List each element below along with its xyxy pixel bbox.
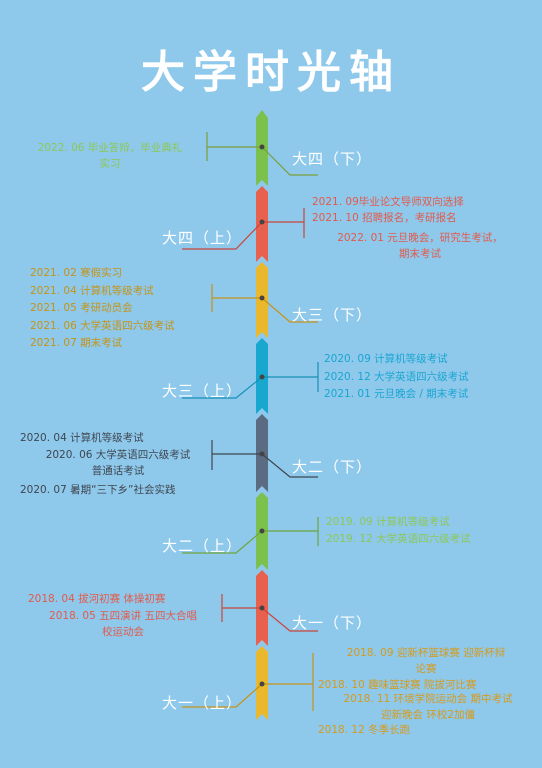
event-2021-02: 2021. 02 寒假实习 bbox=[30, 267, 123, 279]
connector-1 bbox=[206, 132, 318, 176]
event-2018-12: 2018. 12 冬季长跑 bbox=[318, 724, 411, 736]
connector-8 bbox=[182, 653, 314, 711]
connector-5 bbox=[211, 440, 318, 478]
stage-label-sophomore-fall: 大二（上） bbox=[162, 537, 243, 555]
event-2021-06: 2021. 06 大学英语四六级考试 bbox=[30, 320, 175, 332]
event-2021-05: 2021. 05 考研动员会 bbox=[30, 302, 133, 314]
stage-label-senior-fall: 大四（上） bbox=[162, 229, 243, 247]
event-2018-09: 2018. 09 迎新杯篮球赛 迎新杯辩 论赛 bbox=[346, 647, 506, 675]
stage-label-freshman-fall: 大一（上） bbox=[162, 694, 243, 712]
stage-label-junior-fall: 大三（上） bbox=[162, 382, 243, 400]
stage-label-sophomore-spring: 大二（下） bbox=[292, 458, 373, 476]
stage-label-senior-spring: 大四（下） bbox=[292, 150, 373, 168]
connector-7 bbox=[221, 594, 318, 632]
event-2021-09: 2021. 09毕业论文导师双向选择 bbox=[312, 196, 464, 208]
event-2020-12: 2020. 12 大学英语四六级考试 bbox=[324, 371, 469, 383]
event-2022-01: 2022. 01 元旦晚会，研究生考试， 期末考试 bbox=[337, 232, 503, 260]
event-2021-10: 2021. 10 招聘报名，考研报名 bbox=[312, 212, 457, 224]
stage-label-junior-spring: 大三（下） bbox=[292, 306, 373, 324]
event-2018-10: 2018. 10 趣味篮球赛 院拔河比赛 bbox=[318, 679, 477, 691]
event-2019-09: 2019. 09 计算机等级考试 bbox=[326, 516, 450, 528]
stage-label-freshman-spring: 大一（下） bbox=[292, 614, 373, 632]
event-2021-01: 2021. 01 元旦晚会 / 期末考试 bbox=[324, 388, 469, 400]
event-2018-04: 2018. 04 拔河初赛 体操初赛 bbox=[28, 593, 166, 605]
event-2019-12: 2019. 12 大学英语四六级考试 bbox=[326, 533, 471, 545]
connector-2 bbox=[182, 208, 305, 250]
connector-3 bbox=[211, 284, 318, 323]
event-2018-11: 2018. 11 环境学院运动会 期中考试 迎新晚会 环校2加僵 bbox=[343, 693, 513, 721]
event-2022-06: 2022. 06 毕业答辩，毕业典礼 实习 bbox=[37, 142, 183, 170]
event-2020-04: 2020. 04 计算机等级考试 bbox=[20, 432, 144, 444]
event-2020-06: 2020. 06 大学英语四六级考试 普通话考试 bbox=[45, 449, 191, 477]
event-2020-09: 2020. 09 计算机等级考试 bbox=[324, 353, 448, 365]
event-2020-07: 2020. 07 暑期“三下乡”社会实践 bbox=[20, 484, 176, 496]
connector-4 bbox=[182, 362, 319, 399]
event-2021-04: 2021. 04 计算机等级考试 bbox=[30, 285, 154, 297]
connector-6 bbox=[182, 517, 319, 554]
event-2021-07: 2021. 07 期末考试 bbox=[30, 337, 123, 349]
page-title: 大学时光轴 bbox=[141, 47, 401, 98]
event-2018-05: 2018. 05 五四演讲 五四大合唱 校运动会 bbox=[49, 610, 197, 638]
